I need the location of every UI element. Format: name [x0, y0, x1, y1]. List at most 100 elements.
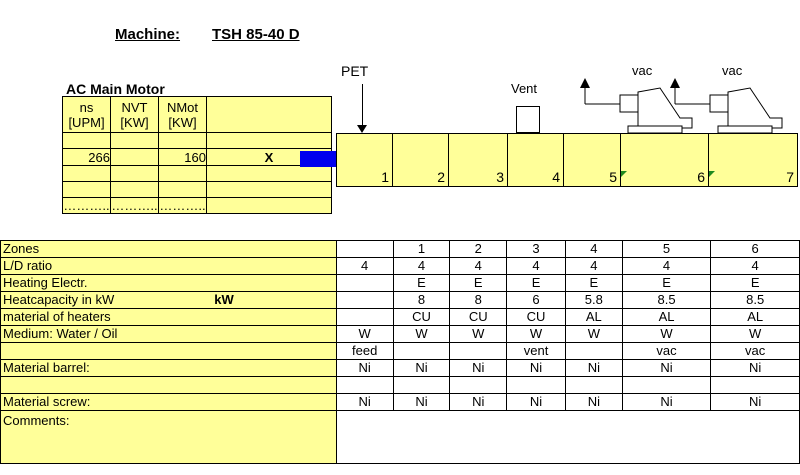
- motor-col-nvt: NVT[KW]: [110, 96, 159, 133]
- marker-icon: [621, 171, 627, 177]
- motor-col-nmot: NMot[KW]: [158, 96, 207, 133]
- table-cell: 3: [506, 240, 566, 258]
- table-cell: E: [564, 274, 623, 292]
- table-cell: [564, 342, 623, 360]
- row-label: L/D ratio: [0, 257, 337, 275]
- table-cell: [335, 291, 394, 309]
- table-cell: 8.5: [710, 291, 800, 309]
- machine-value: TSH 85-40 D: [212, 26, 300, 43]
- table-cell: E: [506, 274, 566, 292]
- table-cell: Ni: [621, 393, 712, 411]
- table-cell: CU: [506, 308, 566, 326]
- barrel-zone-2: 2: [392, 133, 449, 187]
- table-cell: [506, 376, 566, 394]
- row-label: Medium: Water / Oil: [0, 325, 337, 343]
- table-cell: E: [392, 274, 451, 292]
- marker-icon: [709, 171, 715, 177]
- coupling: [300, 151, 337, 167]
- table-row: [0, 376, 800, 394]
- table-cell: Ni: [710, 359, 800, 377]
- row-label: Material screw:: [0, 393, 337, 411]
- pet-label: PET: [341, 63, 369, 79]
- vent-label: Vent: [511, 81, 538, 96]
- table-cell: 4: [564, 257, 623, 275]
- table-cell: 8: [392, 291, 451, 309]
- table-cell: CU: [392, 308, 451, 326]
- motor-dots-2: ………..: [110, 197, 159, 214]
- table-cell: [335, 240, 394, 258]
- vacuum-pump-icon: [580, 78, 693, 134]
- table-cell: E: [621, 274, 712, 292]
- table-cell: vac: [621, 342, 712, 360]
- table-cell: [335, 274, 394, 292]
- table-cell: [449, 376, 508, 394]
- table-cell: [449, 342, 508, 360]
- table-cell: 6: [506, 291, 566, 309]
- table-cell: E: [449, 274, 508, 292]
- barrel-zone-7: 7: [708, 133, 798, 187]
- table-cell: 4: [506, 257, 566, 275]
- table-cell: [392, 376, 451, 394]
- table-cell: AL: [564, 308, 623, 326]
- table-cell: W: [506, 325, 566, 343]
- row-label: Heating Electr.: [0, 274, 337, 292]
- barrel-zone-4: 4: [507, 133, 564, 187]
- vent-port-icon: [516, 106, 540, 133]
- table-cell: feed: [335, 342, 394, 360]
- table-cell: Ni: [506, 393, 566, 411]
- table-cell: 8: [449, 291, 508, 309]
- table-cell: 4: [564, 240, 623, 258]
- table-cell: [564, 376, 623, 394]
- table-cell: W: [710, 325, 800, 343]
- table-cell: E: [710, 274, 800, 292]
- row-label: material of heaters: [0, 308, 337, 326]
- feed-arrow-icon: [357, 125, 367, 133]
- table-cell: 2: [449, 240, 508, 258]
- table-cell: Ni: [335, 393, 394, 411]
- table-cell: 4: [392, 257, 451, 275]
- table-cell: vent: [506, 342, 566, 360]
- motor-rpm: 266: [62, 148, 111, 166]
- comments-label: Comments:: [0, 410, 337, 464]
- table-cell: vac: [710, 342, 800, 360]
- barrel-zone-5: 5: [563, 133, 621, 187]
- comments-area[interactable]: [335, 410, 800, 464]
- table-cell: W: [621, 325, 712, 343]
- motor-col-ns: ns[UPM]: [62, 96, 111, 133]
- table-cell: Ni: [392, 359, 451, 377]
- table-cell: [710, 376, 800, 394]
- table-cell: Ni: [621, 359, 712, 377]
- table-cell: 8.5: [621, 291, 712, 309]
- table-cell: 5: [621, 240, 712, 258]
- table-cell: Ni: [564, 393, 623, 411]
- table-cell: Ni: [392, 393, 451, 411]
- row-label: Zones: [0, 240, 337, 258]
- barrel-zone-6: 6: [620, 133, 709, 187]
- motor-dots-3: ………..: [158, 197, 207, 214]
- table-cell: [335, 308, 394, 326]
- vac-label-1: vac: [632, 63, 653, 78]
- table-cell: AL: [621, 308, 712, 326]
- table-cell: W: [335, 325, 394, 343]
- table-cell: Ni: [449, 359, 508, 377]
- row-label: [0, 376, 337, 394]
- vac-label-2: vac: [722, 63, 743, 78]
- table-cell: 4: [449, 257, 508, 275]
- table-cell: 4: [621, 257, 712, 275]
- table-cell: 1: [392, 240, 451, 258]
- table-cell: 6: [710, 240, 800, 258]
- barrel-zone-3: 3: [448, 133, 508, 187]
- vacuum-pump-icon: [670, 78, 783, 134]
- table-cell: Ni: [449, 393, 508, 411]
- table-cell: Ni: [506, 359, 566, 377]
- table-cell: [335, 376, 394, 394]
